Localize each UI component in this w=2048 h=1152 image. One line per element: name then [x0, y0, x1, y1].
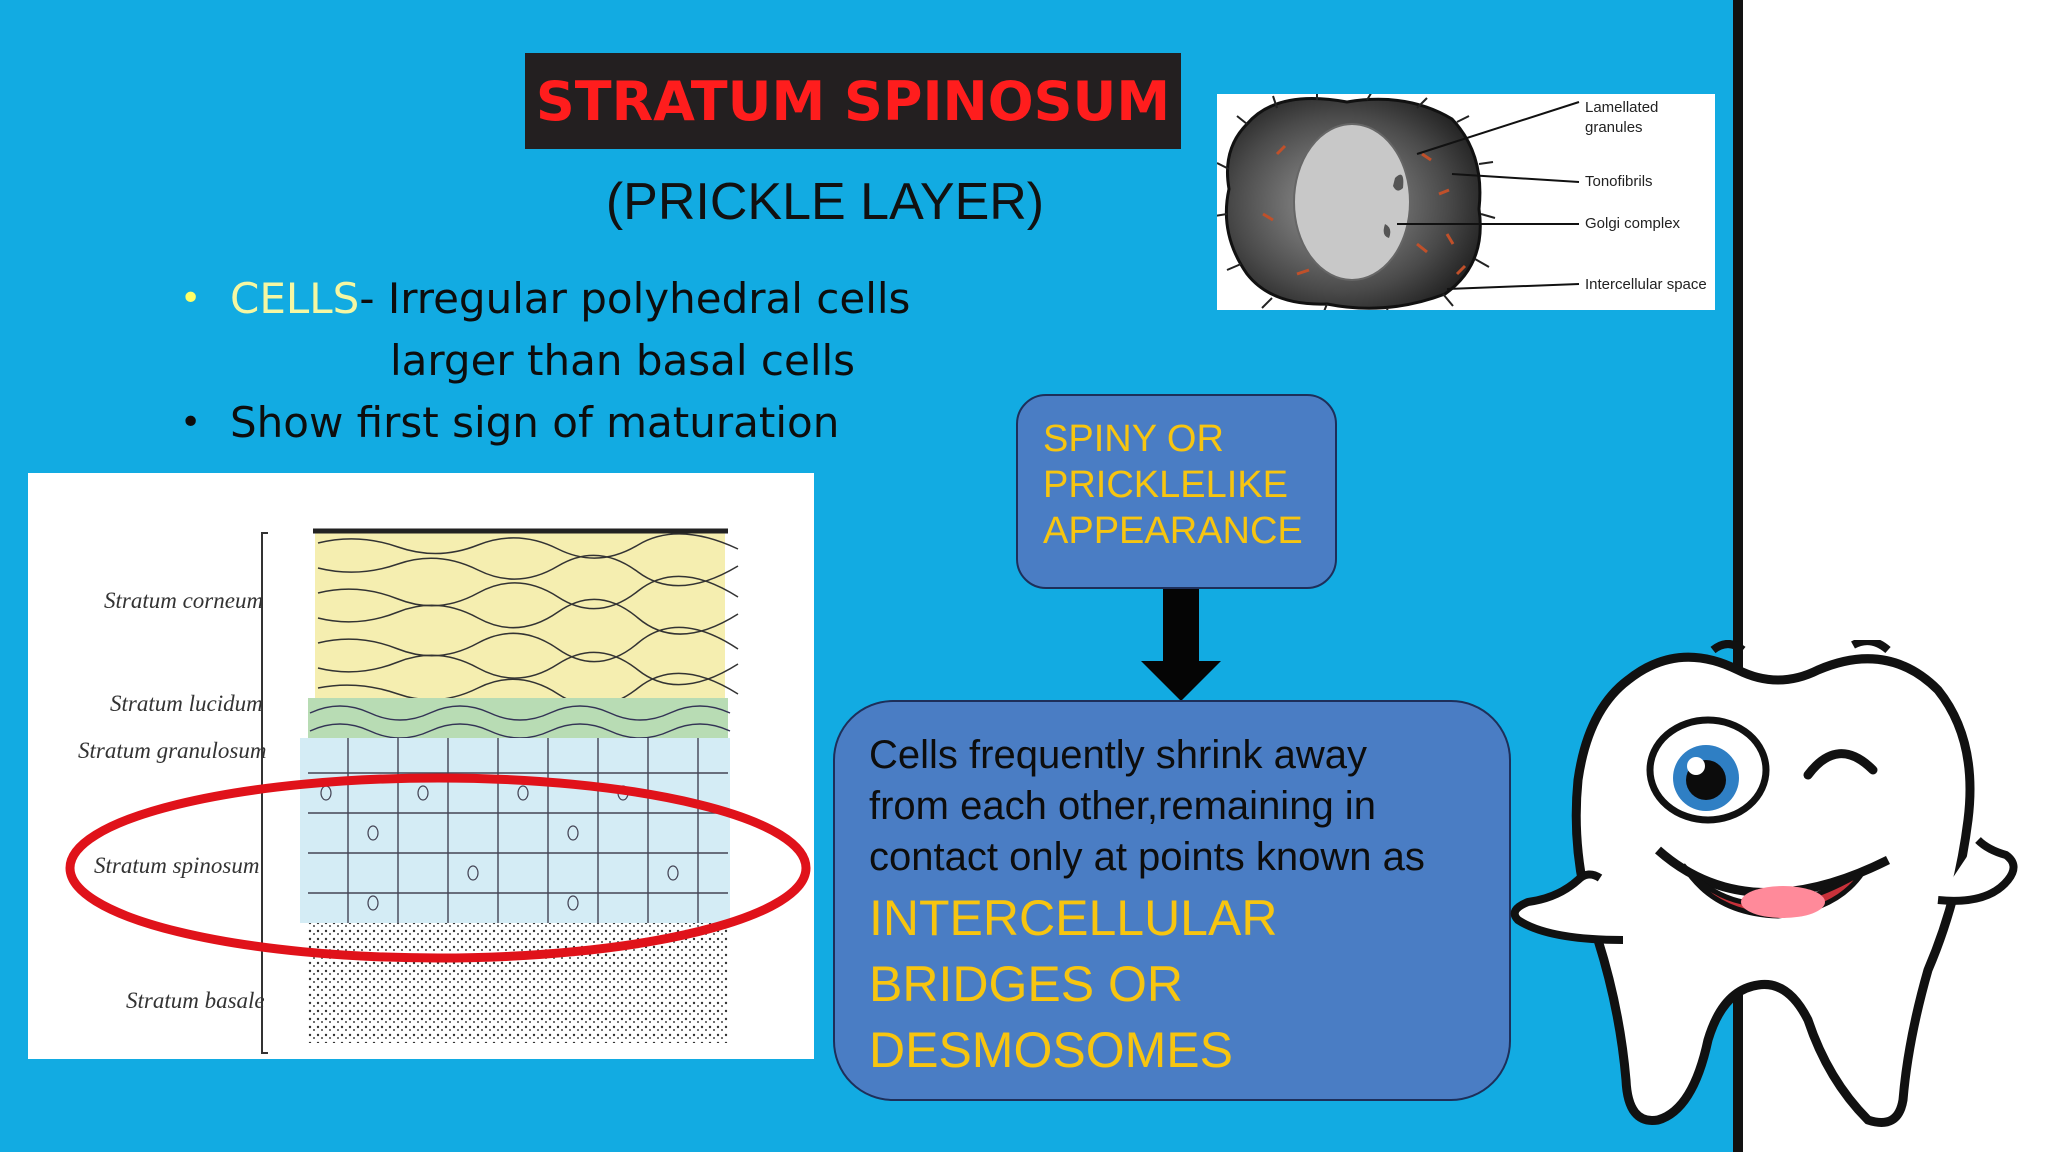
label-granules: granules: [1585, 119, 1643, 136]
cells-box-line-1: Cells frequently shrink away: [869, 733, 1367, 777]
label-lamellated: Lamellated: [1585, 99, 1658, 116]
epidermis-layers-diagram: Stratum corneum Stratum lucidum Stratum …: [28, 473, 814, 1059]
title-box: STRATUM SPINOSUM: [525, 53, 1181, 149]
label-tonofibrils: Tonofibrils: [1585, 173, 1653, 190]
slide-subtitle: (PRICKLE LAYER): [605, 173, 1045, 231]
spiny-appearance-text: SPINY OR PRICKLELIKE APPEARANCE: [1043, 418, 1303, 552]
cells-box-highlight-3: DESMOSOMES: [869, 1022, 1233, 1078]
maturation-text: Show first sign of maturation: [230, 398, 840, 447]
label-stratum-spinosum: Stratum spinosum: [94, 853, 260, 878]
cells-description: - Irregular polyhedral cells: [359, 274, 911, 323]
cell-nucleus: [1293, 123, 1411, 281]
slide: STRATUM SPINOSUM (PRICKLE LAYER) • CELLS…: [0, 0, 1733, 1152]
tooth-mascot-icon: [1510, 640, 2018, 1127]
slide-divider: [1733, 0, 1743, 1152]
bullet-icon: •: [180, 278, 202, 319]
slide-title: STRATUM SPINOSUM: [535, 69, 1171, 133]
cells-description-continued: larger than basal cells: [390, 336, 856, 385]
spinous-cell-diagram: Lamellated granules Tonofibrils Golgi co…: [1214, 89, 1715, 319]
bullet-list: • CELLS- Irregular polyhedral cells larg…: [180, 268, 940, 454]
cells-box-line-3: contact only at points known as: [869, 835, 1425, 879]
spinosum-highlight-ring: [65, 773, 811, 963]
label-golgi: Golgi complex: [1585, 215, 1681, 232]
label-stratum-corneum: Stratum corneum: [104, 588, 263, 613]
label-stratum-granulosum: Stratum granulosum: [78, 738, 267, 763]
cells-box-highlight-2: BRIDGES OR: [869, 956, 1183, 1012]
intercellular-bridges-box: Cells frequently shrink away from each o…: [833, 700, 1511, 1101]
label-stratum-basale: Stratum basale: [126, 988, 265, 1013]
bullet-item-cells: • CELLS- Irregular polyhedral cells: [180, 268, 940, 330]
label-stratum-lucidum: Stratum lucidum: [110, 691, 263, 716]
bullet-item-maturation: • Show first sign of maturation: [180, 392, 940, 454]
cells-box-highlight-1: INTERCELLULAR: [869, 890, 1278, 946]
bullet-icon: •: [180, 402, 202, 443]
corneum-layer: [315, 533, 725, 698]
down-arrow-icon: [1141, 589, 1221, 701]
spinosum-layer: [300, 738, 730, 923]
spiny-appearance-box: SPINY OR PRICKLELIKE APPEARANCE: [1016, 394, 1337, 589]
cells-label: CELLS: [230, 274, 360, 323]
label-intercellular-space: Intercellular space: [1585, 276, 1707, 293]
cells-box-line-2: from each other,remaining in: [869, 784, 1376, 828]
